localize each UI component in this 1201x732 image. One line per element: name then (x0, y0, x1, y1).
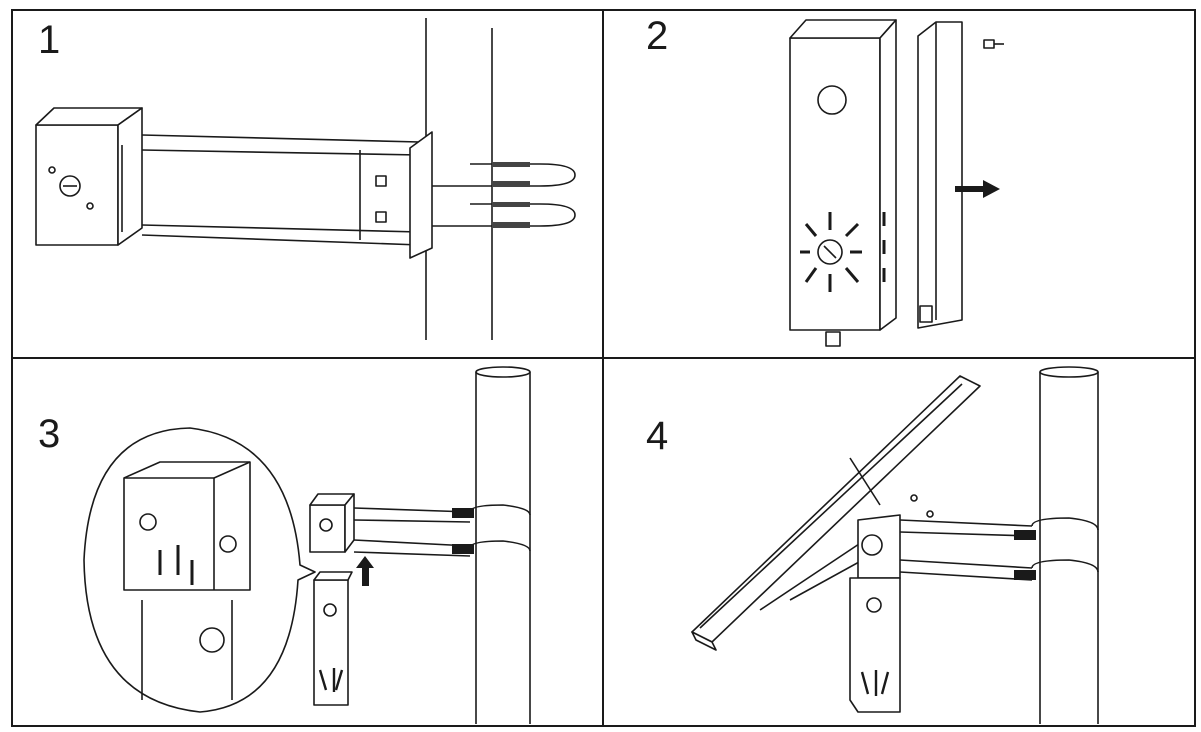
step-number-3: 3 (38, 412, 61, 456)
step-number-1: 1 (38, 18, 61, 62)
step-number-4: 4 (646, 414, 669, 458)
step-number-2: 2 (646, 14, 669, 58)
